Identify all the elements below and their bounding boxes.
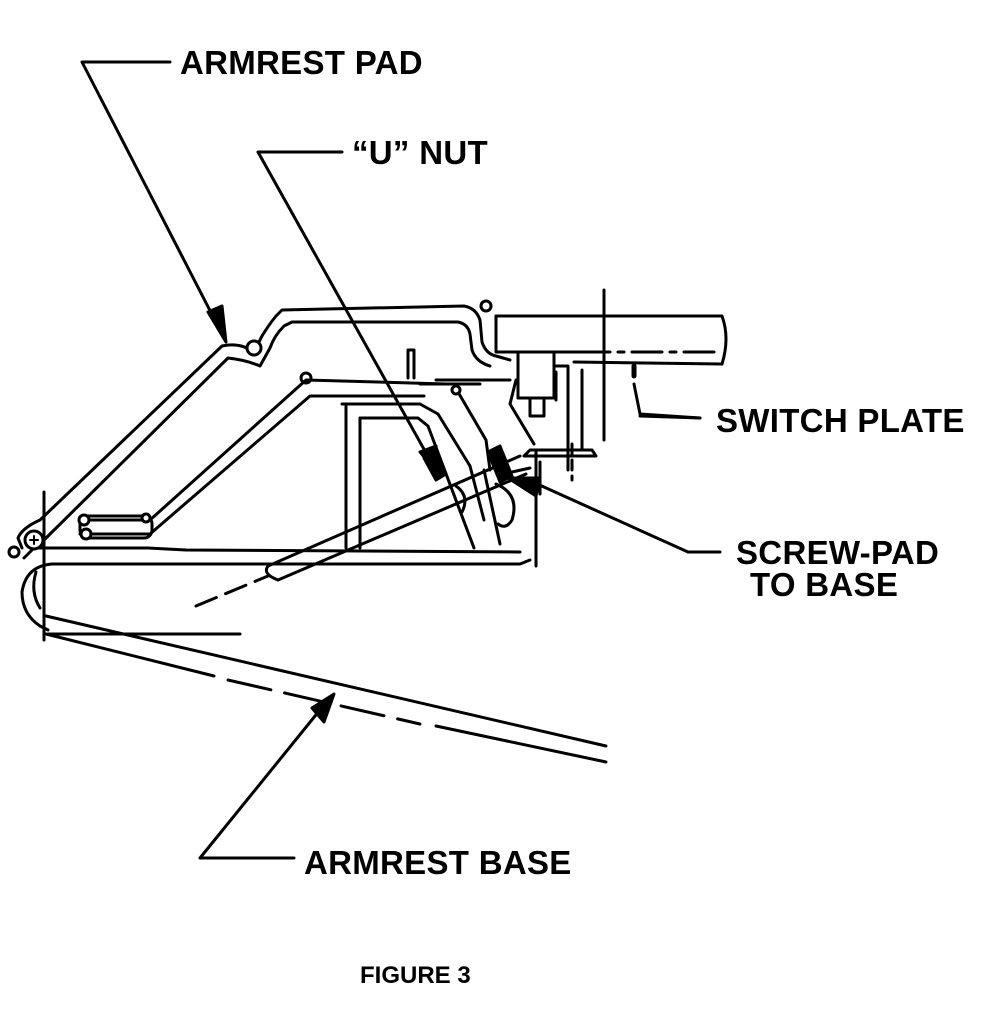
screw-pad-label-line-2: TO BASE [750,566,899,603]
armrest-base-label: ARMREST BASE [304,844,572,881]
armrest-bracket [77,348,512,550]
switch-plate-label: SWITCH PLATE [716,402,965,439]
u-nut-label: “U” NUT [352,134,488,171]
screw-and-u-nut [194,444,598,608]
armrest-pad-outline [16,299,512,550]
armrest-pad-label: ARMREST PAD [180,44,423,81]
screw-pad-label-line-1: SCREW-PAD [736,534,940,571]
leader-lines [80,60,722,860]
figure-caption: FIGURE 3 [360,962,471,989]
